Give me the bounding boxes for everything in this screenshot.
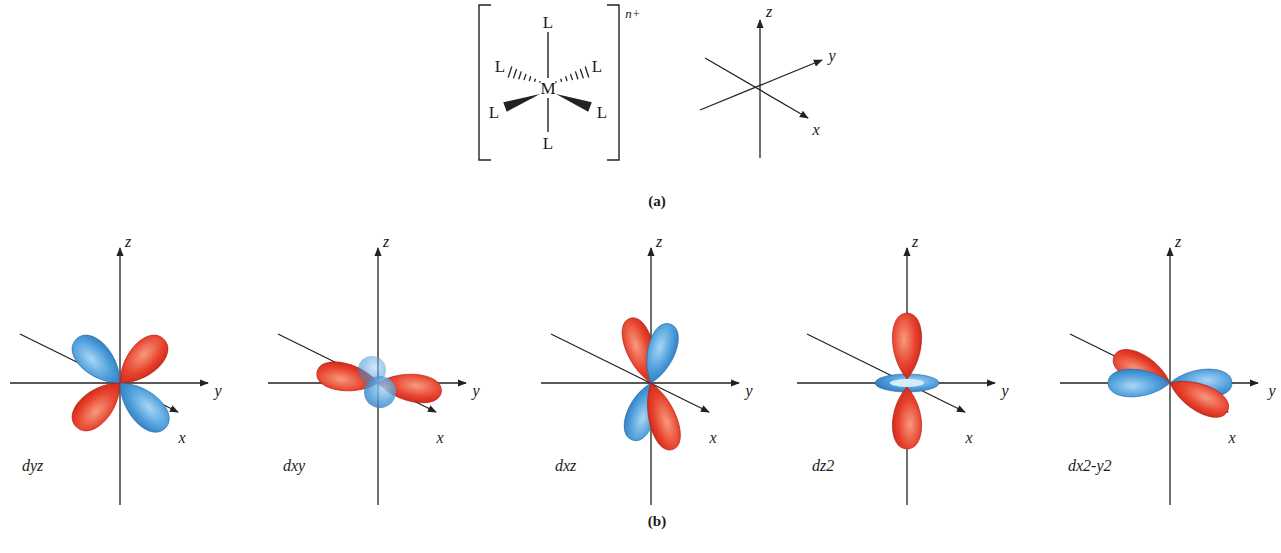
axis-label: z (656, 234, 662, 250)
octahedral-complex (479, 5, 619, 160)
hashed-wedge (580, 69, 583, 78)
panel-label: (a) (648, 194, 666, 209)
positive-lobe (638, 379, 686, 454)
charge-label: n+ (625, 7, 640, 20)
orbital-label: dxz (555, 458, 576, 474)
x-axis (705, 58, 808, 118)
axis-label: z (383, 234, 389, 250)
ligand-label: L (543, 14, 553, 31)
hashed-wedge (585, 66, 589, 77)
orbital-panels (10, 248, 1258, 505)
bond (547, 32, 548, 78)
axis-label: x (436, 430, 443, 446)
positive-lobe (65, 372, 132, 439)
ligand-label: L (489, 104, 499, 121)
axis-label: y (828, 48, 835, 64)
ligand-label: L (495, 58, 505, 75)
hashed-wedge (570, 74, 572, 80)
solid-wedge (556, 94, 592, 112)
ligand-label: L (597, 104, 607, 121)
orbital-panel (10, 248, 208, 505)
axis-label: x (709, 430, 716, 446)
axes (700, 20, 822, 158)
positive-lobe (1164, 371, 1234, 424)
axis-label: y (1001, 383, 1008, 399)
axis-label: x (1228, 430, 1235, 446)
orbital-panel (1060, 248, 1258, 505)
hashed-wedge (513, 69, 516, 78)
torus-hole (890, 379, 924, 387)
orbital-label: dxy (283, 458, 305, 474)
axis-label: x (178, 430, 185, 446)
axis-label: y (745, 383, 752, 399)
bracket (607, 5, 619, 160)
orbital-panel (797, 248, 995, 505)
hashed-wedge (534, 79, 535, 82)
axis-label: y (1268, 383, 1275, 399)
y-axis (541, 382, 739, 383)
y-axis (10, 382, 208, 383)
y-axis (700, 60, 822, 110)
negative-lobe (1108, 369, 1170, 397)
hashed-wedge (508, 66, 512, 77)
negative-lobe (638, 320, 684, 388)
orbital-panel (541, 248, 739, 505)
ligand-label: L (592, 58, 602, 75)
negative-lobe (109, 372, 177, 440)
hashed-wedge (566, 76, 568, 81)
solid-wedge (503, 94, 540, 112)
axis-label: x (812, 122, 819, 138)
axis-label: z (1175, 234, 1181, 250)
hashed-wedge (524, 74, 526, 80)
hashed-wedge (529, 76, 531, 81)
orbital-label: dz2 (812, 458, 834, 474)
positive-lobe (892, 387, 921, 449)
hashed-wedge (575, 71, 578, 79)
bond (547, 98, 548, 132)
metal-label: M (540, 80, 555, 97)
x-axis (807, 334, 965, 412)
axis-label: z (912, 234, 918, 250)
axis-label: y (214, 383, 221, 399)
panel-label: (b) (648, 514, 666, 529)
axis-label: z (125, 234, 131, 250)
positive-lobe (892, 313, 921, 379)
ligand-label: L (543, 135, 553, 152)
axis-label: x (965, 430, 972, 446)
hashed-wedge (561, 79, 562, 82)
orbital-label: dyz (22, 458, 43, 474)
orbital-label: dx2-y2 (1068, 458, 1112, 474)
axis-label: y (472, 383, 479, 399)
negative-lobe (364, 376, 396, 408)
z-axis (759, 20, 760, 158)
z-axis (1169, 248, 1170, 505)
bracket (479, 5, 491, 160)
axis-label: z (766, 4, 772, 20)
orbital-panel (268, 248, 466, 505)
hashed-wedge (519, 71, 522, 79)
